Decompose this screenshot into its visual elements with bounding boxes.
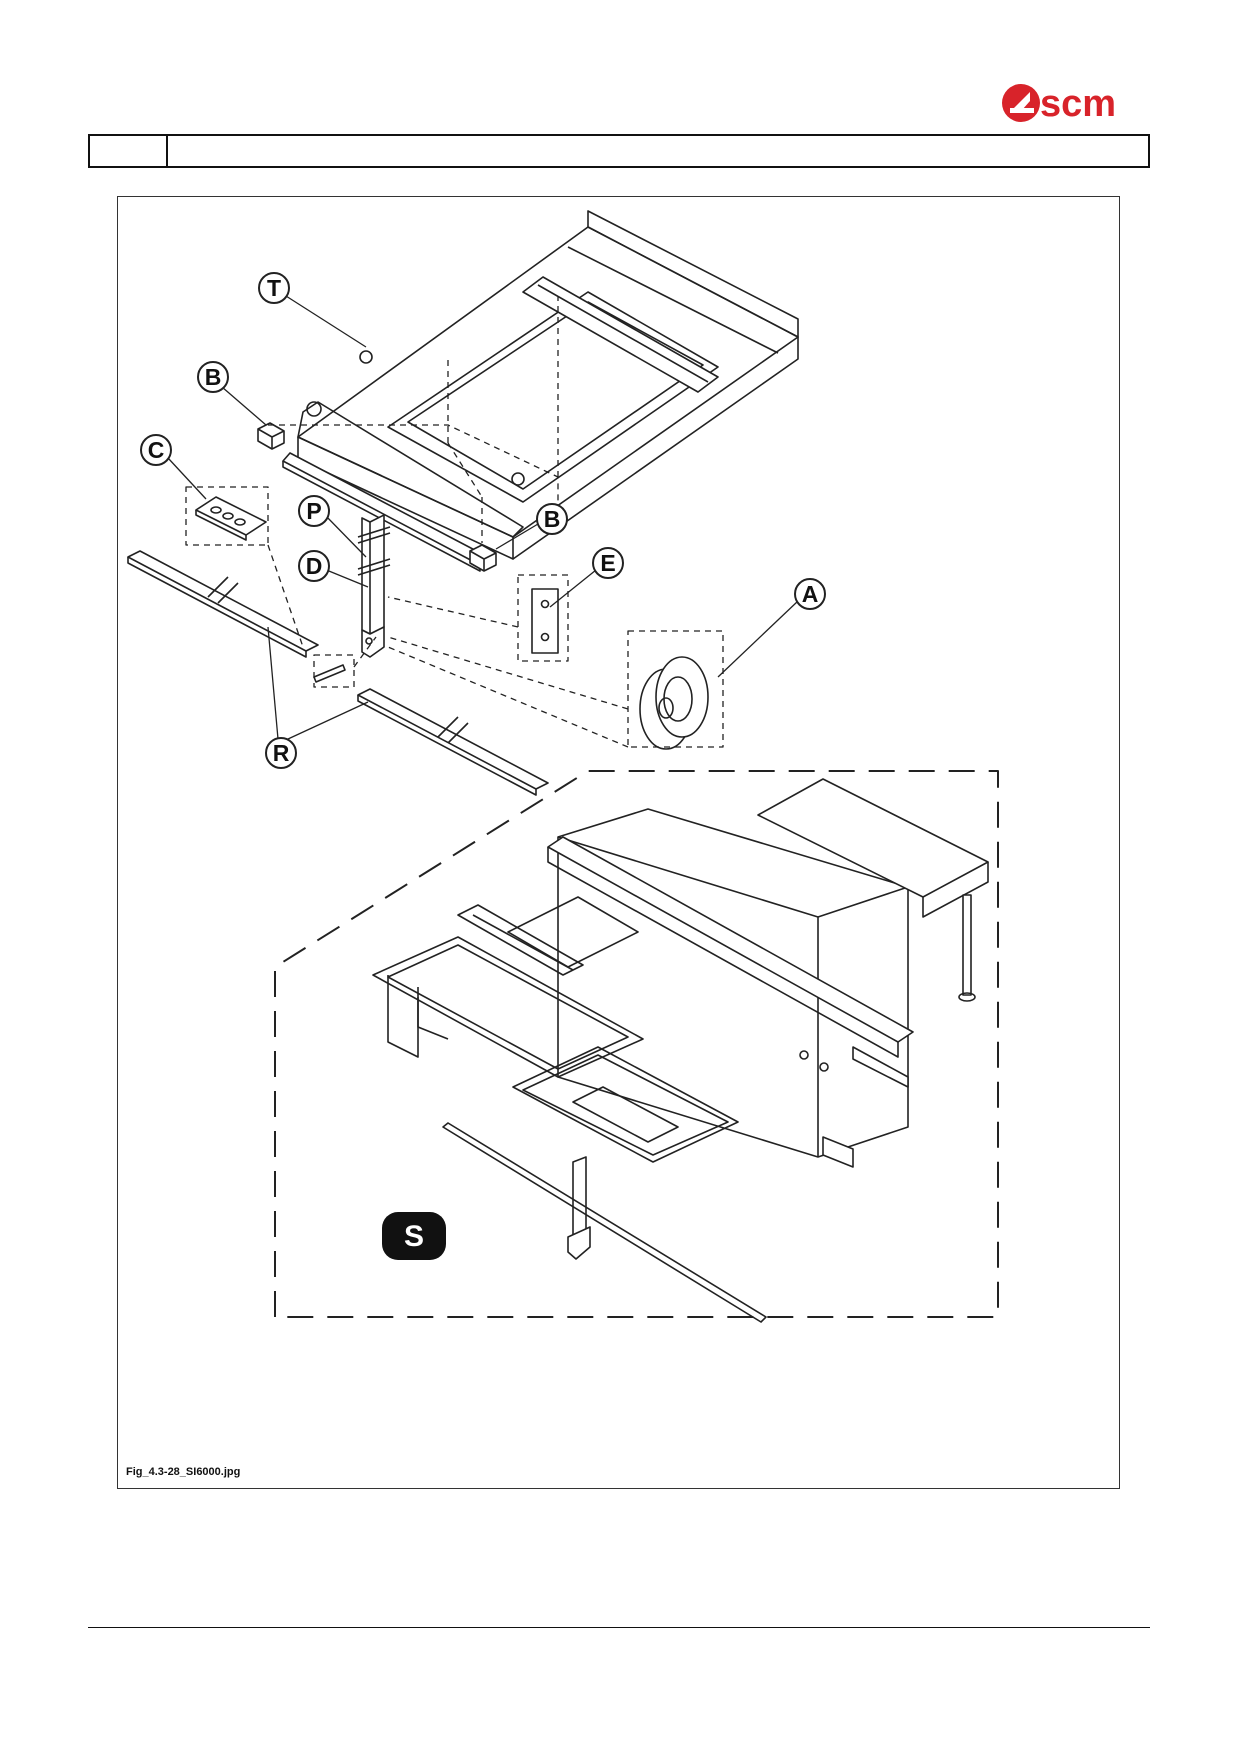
callout-b-left: B bbox=[197, 361, 229, 393]
scm-logo: scm bbox=[1002, 83, 1116, 125]
callout-c: C bbox=[140, 434, 172, 466]
block-b-right bbox=[469, 544, 497, 572]
callout-circles: T B C B P D E A R bbox=[140, 272, 826, 769]
plate-e bbox=[531, 588, 559, 654]
header-table bbox=[88, 134, 1150, 168]
rail-r-right bbox=[357, 688, 549, 796]
exploded-diagram: T B C B P D E A R S bbox=[127, 210, 999, 1323]
svg-text:B: B bbox=[544, 506, 561, 532]
svg-text:B: B bbox=[205, 364, 222, 390]
exploded-diagram-figure: T B C B P D E A R S Fig_4.3-28_SI6000.jp… bbox=[117, 196, 1120, 1489]
callout-a: A bbox=[794, 578, 826, 610]
plate-c bbox=[195, 496, 267, 541]
svg-text:A: A bbox=[802, 581, 819, 607]
svg-text:D: D bbox=[306, 553, 323, 579]
logo-text: scm bbox=[1040, 83, 1116, 125]
callout-r: R bbox=[265, 737, 297, 769]
callout-e: E bbox=[592, 547, 624, 579]
callout-s: S bbox=[382, 1212, 446, 1260]
svg-text:C: C bbox=[148, 437, 165, 463]
rail-r-left bbox=[127, 550, 319, 658]
callout-d: D bbox=[298, 550, 330, 582]
svg-text:S: S bbox=[404, 1220, 424, 1253]
section-title bbox=[168, 136, 1148, 166]
figure-caption: Fig_4.3-28_SI6000.jpg bbox=[126, 1466, 241, 1478]
svg-text:R: R bbox=[273, 740, 290, 766]
footer-rule bbox=[88, 1627, 1150, 1628]
wheel-a bbox=[639, 656, 709, 750]
svg-text:P: P bbox=[306, 498, 321, 524]
machine-assembly-drawing bbox=[372, 778, 989, 1323]
callout-t: T bbox=[258, 272, 290, 304]
callout-b-right: B bbox=[536, 503, 568, 535]
callout-p: P bbox=[298, 495, 330, 527]
block-b-left bbox=[257, 422, 285, 450]
post-p bbox=[357, 514, 391, 658]
dashed-frame-s bbox=[274, 770, 999, 1318]
section-number bbox=[90, 136, 168, 166]
svg-text:T: T bbox=[267, 275, 281, 301]
table-frame-drawing bbox=[297, 210, 799, 560]
pin-d bbox=[313, 664, 346, 683]
svg-text:E: E bbox=[600, 550, 615, 576]
